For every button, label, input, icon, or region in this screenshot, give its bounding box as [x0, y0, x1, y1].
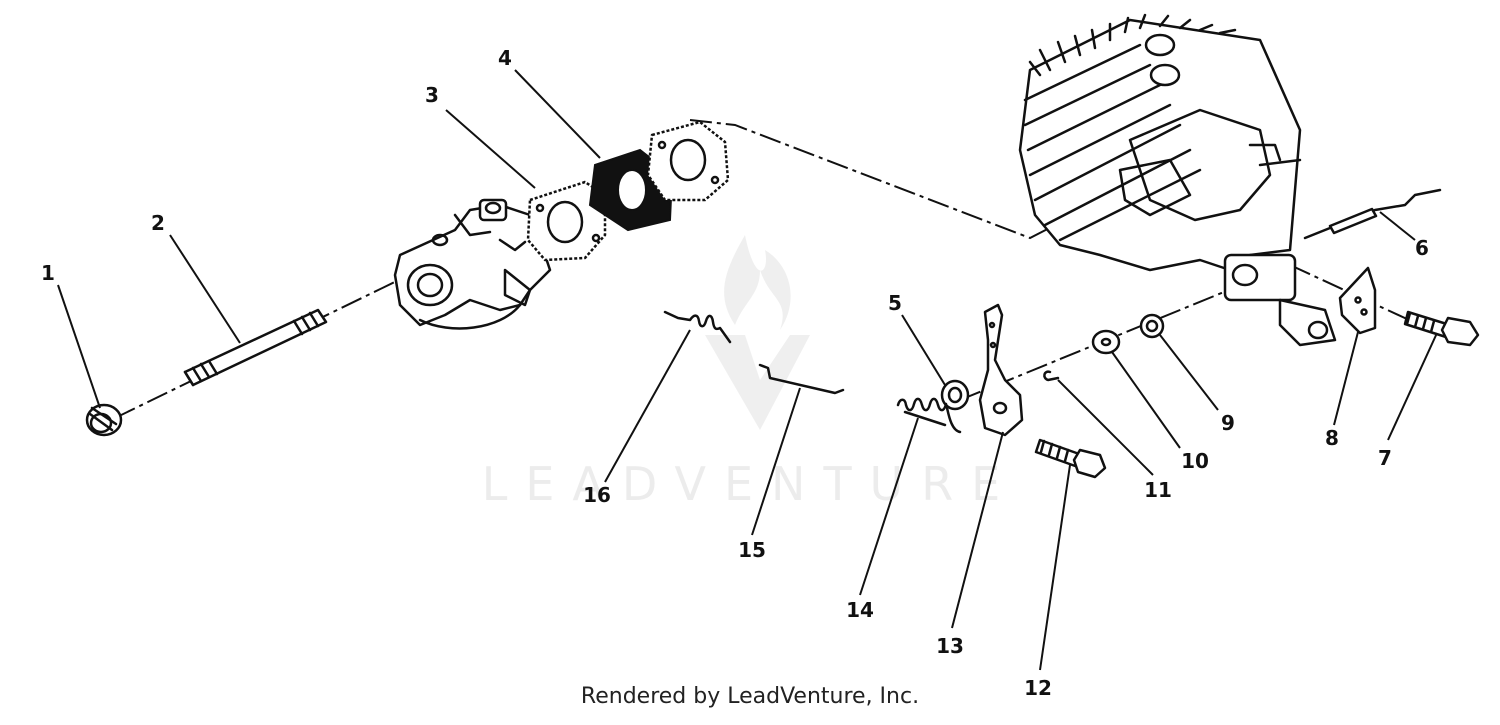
- callout-5: 5: [888, 291, 902, 315]
- part-14-spring: [896, 397, 962, 434]
- part-7-bolt: [1403, 310, 1480, 347]
- callout-13: 13: [936, 634, 964, 658]
- part-12-bolt: [1034, 438, 1107, 479]
- watermark-logo-icon: [705, 235, 810, 430]
- part-8-bracket: [1338, 266, 1377, 335]
- intake-gasket: [646, 120, 730, 202]
- callout-labels: 1 2 3 4 5 6 7 8 9 10 11 12 13 14 15 16: [41, 46, 1429, 700]
- callout-7: 7: [1378, 446, 1392, 470]
- callout-12: 12: [1024, 676, 1052, 700]
- part-15-link: [758, 363, 845, 395]
- callout-2: 2: [151, 211, 165, 235]
- callout-1: 1: [41, 261, 55, 285]
- render-credit: Rendered by LeadVenture, Inc.: [580, 684, 920, 709]
- part-9-nut: [1139, 313, 1165, 339]
- callout-14: 14: [846, 598, 874, 622]
- part-13-lever: [978, 303, 1024, 437]
- callout-4: 4: [498, 46, 512, 70]
- engine-block: [1018, 13, 1337, 347]
- watermark: LEADVENTURE: [482, 235, 1019, 511]
- part-3-gasket: [526, 180, 607, 262]
- callout-16: 16: [583, 483, 611, 507]
- part-5-nut: [940, 379, 970, 411]
- part-2-stud: [183, 308, 328, 387]
- callout-8: 8: [1325, 426, 1339, 450]
- callout-3: 3: [425, 83, 439, 107]
- callout-6: 6: [1415, 236, 1429, 260]
- callout-10: 10: [1181, 449, 1209, 473]
- watermark-text: LEADVENTURE: [482, 457, 1019, 511]
- callout-11: 11: [1144, 478, 1172, 502]
- part-6-rod: [1303, 188, 1442, 240]
- part-11-clip: [1043, 370, 1060, 382]
- callout-9: 9: [1221, 411, 1235, 435]
- part-1-nut: [85, 403, 123, 437]
- carburetor: [393, 198, 552, 330]
- part-10-washer: [1091, 329, 1121, 355]
- leader-lines: [57, 69, 1438, 671]
- part-16-spring: [663, 310, 732, 344]
- callout-15: 15: [738, 538, 766, 562]
